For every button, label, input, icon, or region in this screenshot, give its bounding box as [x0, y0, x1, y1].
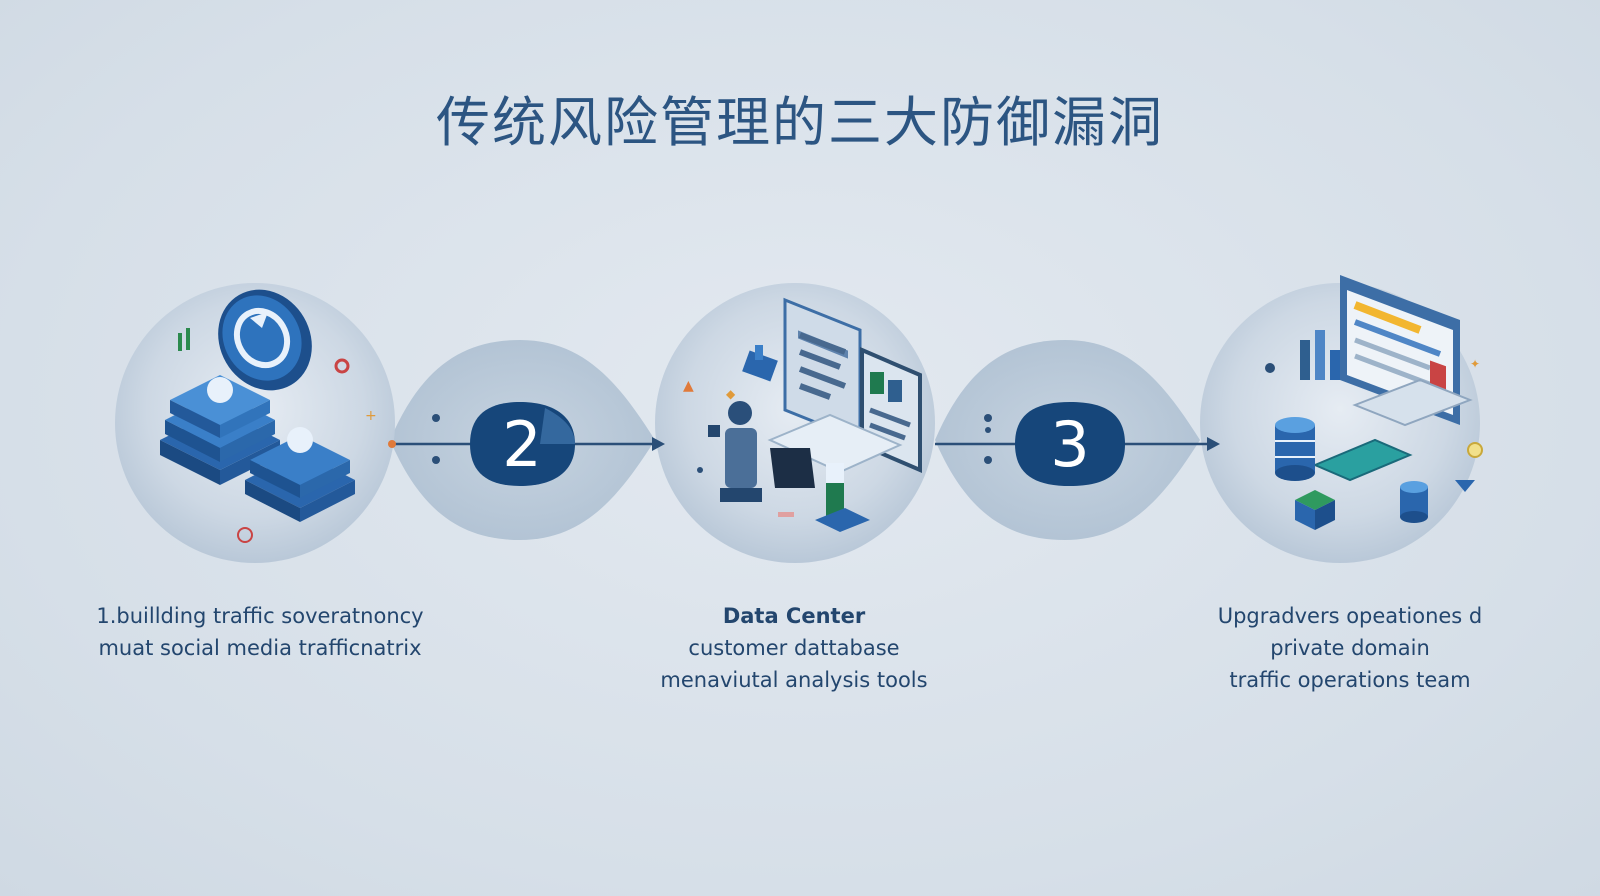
step-3-caption: Upgradvers opeationes d private domain t…	[1140, 600, 1560, 696]
page-title: 传统风险管理的三大防御漏洞	[436, 91, 1164, 154]
step-2-line-2: menaviutal analysis tools	[660, 668, 928, 692]
step-1-line-2: muat social media trafficnatrix	[98, 636, 422, 660]
svg-text:✦: ✦	[1470, 357, 1480, 371]
monitor-dashboard-icon	[742, 297, 922, 474]
svg-text:◆: ◆	[726, 387, 736, 401]
step-2-line-1: customer dattabase	[688, 636, 900, 660]
decoration-dots-1: +	[178, 328, 377, 543]
refresh-shield-icon	[218, 289, 312, 391]
step-3-line-1: Upgradvers opeationes d	[1217, 604, 1483, 628]
step-3-number: 3	[1050, 408, 1089, 481]
step-2-heading: Data Center	[722, 604, 866, 628]
step-3-line-3: traffic operations team	[1229, 668, 1471, 692]
step-1-line-1: 1.buillding traffic soveratnoncy	[96, 604, 424, 628]
step-3-line-2: private domain	[1270, 636, 1430, 660]
server-stack-icon	[160, 375, 355, 522]
decoration-dots-2: ▲ ◆	[683, 378, 794, 517]
database-icon	[1275, 417, 1428, 530]
svg-text:▲: ▲	[683, 378, 694, 394]
step-1-caption: 1.buillding traffic soveratnoncy muat so…	[50, 600, 470, 664]
decoration-dots-3: ✦	[1265, 357, 1483, 492]
step-2-node: 2	[470, 402, 575, 486]
robot-worker-icon	[708, 401, 870, 532]
svg-text:+: +	[365, 408, 377, 424]
step-3-node: 3	[1015, 402, 1125, 486]
step-2-caption: Data Center customer dattabase menaviuta…	[594, 600, 994, 696]
laptop-analytics-icon	[1300, 275, 1473, 482]
step-2-number: 2	[502, 408, 541, 481]
